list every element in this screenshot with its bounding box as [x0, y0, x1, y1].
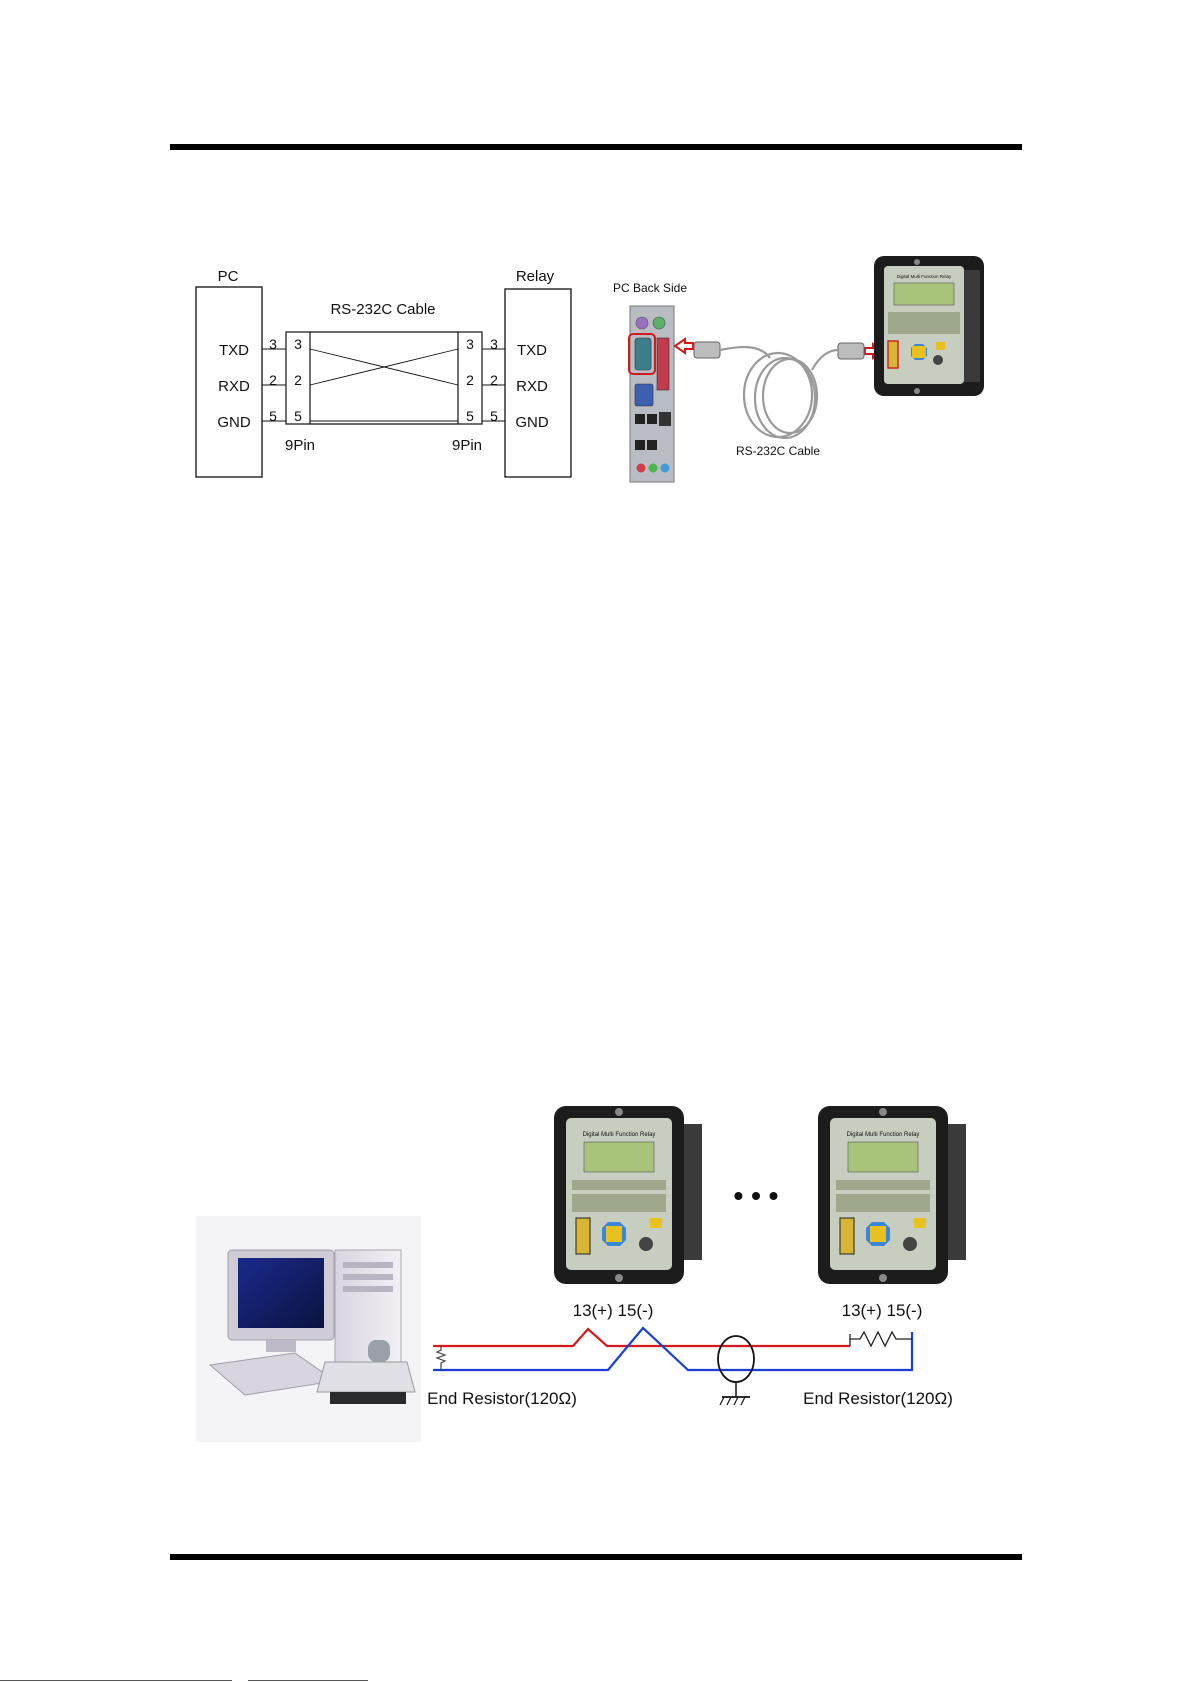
relay-panel-title: Digital Multi Function Relay [897, 274, 952, 279]
shield-ring [718, 1336, 754, 1382]
pin-relay-gnd: 5 [490, 408, 498, 424]
coiled-cable-image [720, 347, 838, 438]
rs232-wiring-diagram: PC Relay RS-232C Cable TXD RXD GND TXD [196, 268, 571, 477]
negative-wire [433, 1328, 912, 1370]
pc-back-label: PC Back Side [613, 281, 687, 295]
db9-plug-right [838, 343, 864, 359]
pin-lc-rxd: 2 [294, 372, 302, 388]
pin-rc-rxd: 2 [466, 372, 474, 388]
pin-pc-rxd: 2 [269, 372, 277, 388]
relay-2-panel-title: Digital Multi Function Relay [847, 1132, 920, 1138]
relay-signal-txd: TXD [517, 342, 547, 359]
relay-unit-1-image: Digital Multi Function Relay [554, 1106, 702, 1284]
terminal-label-relay-1: 13(+) 15(-) [573, 1301, 654, 1320]
left-resistor-icon [437, 1346, 445, 1370]
pin-relay-rxd: 2 [490, 372, 498, 388]
footer-rule [170, 1554, 1022, 1560]
pc-label: PC [218, 268, 239, 285]
footer-underline-left [0, 1680, 232, 1681]
relay-1-panel-title: Digital Multi Function Relay [583, 1132, 656, 1138]
right-resistor-icon [850, 1332, 912, 1346]
terminal-label-relay-2: 13(+) 15(-) [842, 1301, 923, 1320]
relay-signal-gnd: GND [515, 414, 549, 431]
pin-pc-gnd: 5 [269, 408, 277, 424]
computer-set-image [196, 1216, 421, 1442]
cable-label: RS-232C Cable [736, 444, 820, 458]
end-resistor-left-label: End Resistor(120Ω) [427, 1389, 577, 1408]
positive-wire [433, 1329, 850, 1346]
relay-unit-image: Digital Multi Function Relay [874, 256, 984, 396]
pc-signal-txd: TXD [219, 342, 249, 359]
pc-signal-rxd: RXD [218, 378, 250, 395]
pin-count-left: 9Pin [285, 437, 315, 454]
end-resistor-right-label: End Resistor(120Ω) [803, 1389, 953, 1408]
pin-lc-txd: 3 [294, 336, 302, 352]
pin-lc-gnd: 5 [294, 408, 302, 424]
pc-back-panel-image [629, 306, 674, 482]
relay-signal-rxd: RXD [516, 378, 548, 395]
pc-signal-gnd: GND [217, 414, 251, 431]
footer-underline-right [248, 1680, 368, 1681]
arrow-left-icon [675, 339, 693, 353]
connection-photo: PC Back Side [613, 256, 984, 482]
pin-count-right: 9Pin [452, 437, 482, 454]
relay-label: Relay [516, 268, 555, 285]
ellipsis: • • • [734, 1180, 779, 1211]
pin-rc-txd: 3 [466, 336, 474, 352]
pin-rc-gnd: 5 [466, 408, 474, 424]
cable-title: RS-232C Cable [330, 301, 435, 318]
pin-relay-txd: 3 [490, 336, 498, 352]
rs485-network-diagram: Digital Multi Function Relay Digital Mul… [196, 1106, 966, 1442]
pin-pc-txd: 3 [269, 336, 277, 352]
db9-plug-left [694, 342, 720, 358]
relay-unit-2-image: Digital Multi Function Relay [818, 1106, 966, 1284]
